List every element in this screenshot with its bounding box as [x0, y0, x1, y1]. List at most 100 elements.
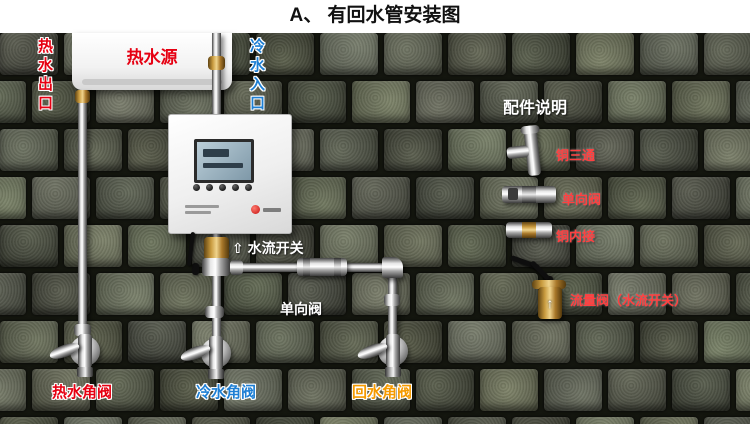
wall-brick — [480, 369, 538, 411]
part-copper-tee-label: 铜三通 — [556, 148, 596, 163]
control-button — [206, 184, 213, 191]
wall-brick — [288, 369, 346, 411]
mid-vertical-pipe — [212, 232, 221, 342]
flow-switch-fitting — [204, 237, 229, 260]
control-button — [232, 184, 239, 191]
wall-brick — [640, 33, 698, 75]
wall-brick — [224, 369, 282, 411]
part-copper-union — [506, 222, 552, 238]
flow-switch-label: 水流开关 — [247, 240, 304, 256]
wall-brick — [352, 81, 410, 123]
wall-brick — [640, 129, 698, 171]
wall-brick — [256, 33, 314, 75]
wall-brick — [128, 321, 186, 363]
wall-brick — [320, 129, 378, 171]
wall-brick — [480, 273, 538, 315]
control-button — [193, 184, 200, 191]
water-heater: 热水源 — [72, 33, 232, 90]
wall-brick — [192, 417, 250, 424]
valve-body — [78, 334, 92, 368]
check-valve-label: 单向阀 — [280, 301, 322, 317]
wall-brick — [608, 177, 666, 219]
pipe-elbow — [382, 257, 403, 278]
part-copper-union-label: 铜内接 — [556, 229, 596, 244]
wall-brick — [672, 177, 730, 219]
wall-brick — [704, 129, 750, 171]
arrow-up-icon: ⇧ — [232, 240, 244, 256]
wall-brick — [512, 33, 570, 75]
lcd-screen — [194, 139, 254, 183]
wall-brick — [512, 417, 570, 424]
wall-brick — [0, 129, 58, 171]
valve-outlet — [385, 367, 401, 377]
wall-brick — [384, 33, 442, 75]
wall-brick — [384, 129, 442, 171]
wall-brick — [576, 417, 634, 424]
wall-brick — [416, 177, 474, 219]
wall-brick — [0, 273, 26, 315]
part-copper-tee — [503, 124, 553, 182]
wall-brick — [96, 177, 154, 219]
wall-brick — [256, 321, 314, 363]
cable-connector — [192, 263, 199, 275]
parts-panel-title: 配件说明 — [503, 100, 568, 117]
wall-brick — [704, 33, 750, 75]
wall-brick — [96, 273, 154, 315]
wall-brick — [0, 225, 58, 267]
hot-angle-valve-label: 热水角阀 — [52, 384, 113, 401]
wall-brick — [544, 81, 602, 123]
cold-water-pipe — [212, 33, 221, 118]
control-button — [245, 184, 252, 191]
wall-brick — [288, 273, 346, 315]
wall-brick — [576, 225, 634, 267]
hot-pipe-brass-fitting — [75, 90, 90, 103]
check-valve-body — [297, 258, 347, 276]
wall-brick — [288, 177, 346, 219]
wall-brick — [608, 273, 666, 315]
valve-outlet — [208, 369, 224, 379]
wall-brick — [416, 273, 474, 315]
cold-angle-valve-label: 冷水角阀 — [196, 384, 257, 401]
tee-fitting — [202, 258, 230, 276]
wall-brick — [0, 81, 26, 123]
wall-brick — [640, 225, 698, 267]
part-flow-valve-label: 流量阀（水流开关） — [570, 293, 688, 308]
control-button — [219, 184, 226, 191]
wall-brick — [576, 33, 634, 75]
wall-brick — [416, 369, 474, 411]
page-title: A、 有回水管安装图 — [289, 5, 461, 26]
wall-brick — [576, 129, 634, 171]
return-pipe-coupling-nut — [384, 294, 400, 306]
cold-pipe-brass-coupling — [208, 56, 225, 70]
wall-brick — [224, 273, 282, 315]
wall-brick — [320, 417, 378, 424]
wall-brick — [736, 177, 750, 219]
wall-brick — [736, 369, 750, 411]
wall-brick — [448, 417, 506, 424]
wall-brick — [96, 369, 154, 411]
wall-brick — [704, 321, 750, 363]
wall-brick — [0, 369, 26, 411]
wall-brick — [448, 321, 506, 363]
valve-body — [209, 336, 223, 370]
wall-brick — [256, 417, 314, 424]
panel-text-bar — [185, 211, 211, 214]
wall-brick — [736, 81, 750, 123]
wall-brick — [352, 177, 410, 219]
wall-brick — [0, 417, 58, 424]
part-check-valve-label: 单向阀 — [562, 192, 602, 207]
wall-brick — [672, 273, 730, 315]
brand-logo-icon — [251, 205, 260, 214]
wall-brick — [64, 417, 122, 424]
wall-brick — [64, 129, 122, 171]
wall-brick — [480, 81, 538, 123]
wall-brick — [0, 33, 58, 75]
wall-brick — [0, 177, 26, 219]
hot-outlet-label: 热水出口 — [36, 38, 53, 114]
heater-label: 热水源 — [126, 48, 178, 67]
wall-brick — [736, 273, 750, 315]
wall-brick — [288, 81, 346, 123]
wall-brick — [320, 33, 378, 75]
arrow-up-icon: ↑ — [546, 295, 554, 311]
